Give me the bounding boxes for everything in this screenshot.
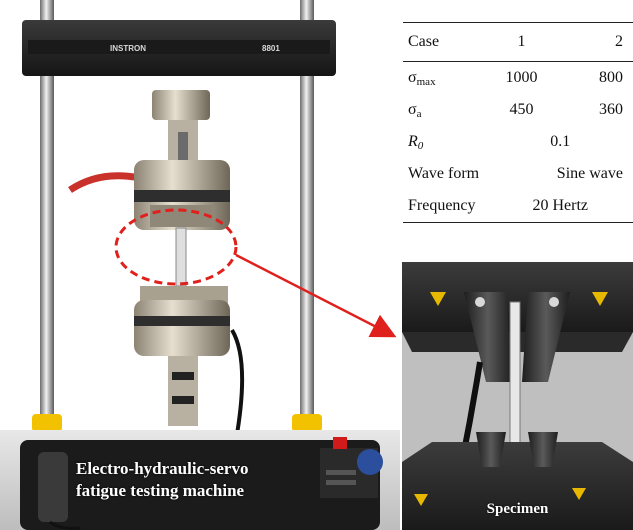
parameter-table: Case 1 2 σmax 1000 800 σa 450 360 R0 0.1… <box>403 22 633 223</box>
sigma-max-label: σmax <box>408 68 436 88</box>
warning-triangle-right <box>592 292 608 306</box>
right-column <box>300 76 314 426</box>
specimen-closeup-photo <box>402 262 633 530</box>
sigma-a-label: σa <box>408 100 422 120</box>
testing-machine-photo: INSTRON 8801 <box>0 0 400 530</box>
crosshead <box>22 20 336 76</box>
machine-caption-line1: Electro-hydraulic-servo <box>76 459 249 478</box>
row-wave-form: Wave form Sine wave <box>403 158 633 190</box>
brand-label: INSTRON <box>110 44 146 53</box>
model-label: 8801 <box>262 44 280 53</box>
r0-value: 0.1 <box>550 133 571 150</box>
upper-grip <box>134 160 230 230</box>
sigma-a-case2: 360 <box>599 101 623 118</box>
left-column <box>40 76 54 426</box>
header-col1: 1 <box>487 22 556 62</box>
header-col2: 2 <box>555 22 633 62</box>
frequency-label: Frequency <box>403 190 488 223</box>
machine-caption-line2: fatigue testing machine <box>76 481 245 500</box>
wave-form-value: Sine wave <box>556 165 623 182</box>
header-case: Case <box>403 22 488 62</box>
row-sigma-max: σmax 1000 800 <box>403 62 633 95</box>
frequency-value: 20 Hertz <box>487 190 633 223</box>
wave-form-label: Wave form <box>408 165 480 182</box>
sigma-a-case1: 450 <box>509 101 534 118</box>
sigma-max-case1: 1000 <box>505 69 538 86</box>
table-header-row: Case 1 2 <box>403 22 633 62</box>
row-sigma-a: σa 450 360 <box>403 94 633 126</box>
row-frequency: Frequency 20 Hertz <box>403 190 633 223</box>
lower-grip <box>134 286 230 356</box>
machine-base <box>0 430 400 530</box>
specimen-label: Specimen <box>486 501 549 517</box>
warning-triangle-left <box>430 292 446 306</box>
machine-caption: Electro-hydraulic-servo fatigue testing … <box>76 458 316 502</box>
r0-label: R0 <box>408 132 424 152</box>
row-r0: R0 0.1 <box>403 126 633 158</box>
sigma-max-case2: 800 <box>599 69 623 86</box>
